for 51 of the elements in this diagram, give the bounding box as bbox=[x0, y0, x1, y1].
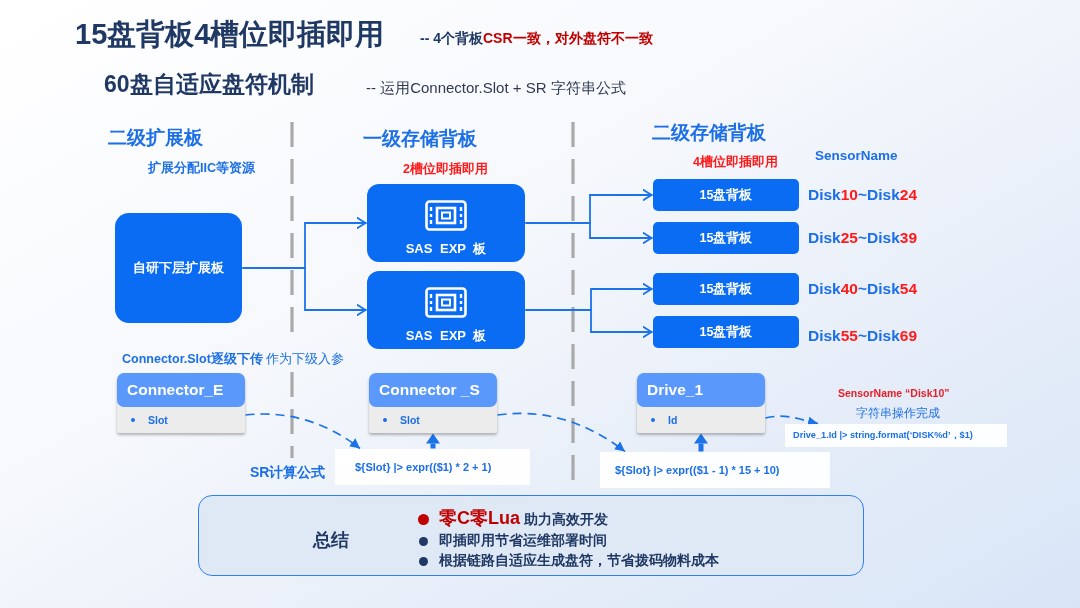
dashed-arrow bbox=[244, 413, 361, 450]
formula-caption: SR计算公式 bbox=[250, 463, 326, 481]
dashed-arrow bbox=[496, 412, 626, 453]
class-header: Connector_E bbox=[117, 373, 245, 407]
subtitle: CSR一致，对外盘符不一致 bbox=[483, 29, 653, 47]
class-box bbox=[369, 373, 497, 433]
slide-title: 15盘背板4槽位即插即用 bbox=[75, 16, 385, 52]
subtitle: -- 4个背板 bbox=[420, 29, 483, 47]
column-heading: SensorName bbox=[815, 147, 898, 165]
formula-box: ${Slot} |> expr(($1 - 1) * 15 + 10) bbox=[600, 452, 830, 488]
annotation: Connector.Slot逐级下传 作为下级入参 bbox=[122, 351, 345, 367]
range-label: Disk55~Disk69 bbox=[808, 326, 918, 346]
attribute-label: Id bbox=[668, 413, 678, 427]
annotation: SensorName “Disk10” bbox=[838, 386, 950, 400]
attribute-label: Slot bbox=[400, 413, 420, 427]
arrow bbox=[241, 267, 368, 316]
range-label: Disk40~Disk54 bbox=[808, 279, 918, 299]
box-label: SAS EXP 板 bbox=[405, 327, 487, 345]
formula-box: ${Slot} |> expr(($1) * 2 + 1) bbox=[335, 449, 530, 485]
process-box bbox=[367, 271, 525, 349]
range-label: Disk10~Disk24 bbox=[808, 185, 918, 205]
column-note: 扩展分配IIC等资源 bbox=[148, 160, 255, 176]
column-heading: 二级扩展板 bbox=[108, 126, 203, 150]
column-heading: 一级存储背板 bbox=[363, 127, 477, 151]
arrow bbox=[524, 309, 654, 338]
process-box: 15盘背板 bbox=[653, 273, 799, 305]
column-heading: 二级存储背板 bbox=[652, 121, 766, 145]
class-box bbox=[637, 373, 765, 433]
formula-box: Drive_1.Id |> string.format(‘DISK%d’，$1) bbox=[785, 424, 1007, 447]
dashed-arrow bbox=[764, 415, 819, 427]
summary-panel bbox=[198, 495, 864, 576]
attribute-label: Slot bbox=[148, 413, 168, 427]
arrow bbox=[524, 222, 654, 244]
process-box: 15盘背板 bbox=[653, 316, 799, 348]
bullet-text: 零C零Lua 助力高效开发 bbox=[439, 508, 608, 530]
bullet-text: 根据链路自适应生成盘符，节省拨码物料成本 bbox=[439, 553, 719, 570]
block-arrow bbox=[694, 433, 708, 452]
summary-heading: 总结 bbox=[313, 530, 349, 552]
block-arrow bbox=[426, 433, 440, 449]
process-box bbox=[367, 184, 525, 262]
class-box bbox=[117, 373, 245, 433]
process-box: 自研下层扩展板 bbox=[115, 213, 242, 323]
box-label: SAS EXP 板 bbox=[405, 240, 487, 258]
process-box: 15盘背板 bbox=[653, 179, 799, 211]
bullet-text: 即插即用节省运维部署时间 bbox=[439, 533, 607, 550]
class-header: Connector _S bbox=[369, 373, 497, 407]
range-label: Disk25~Disk39 bbox=[808, 228, 918, 248]
class-header: Drive_1 bbox=[637, 373, 765, 407]
subtitle: -- 运用Connector.Slot + SR 字符串公式 bbox=[366, 79, 626, 97]
section-heading: 60盘自适应盘符机制 bbox=[104, 71, 314, 99]
process-box: 15盘背板 bbox=[653, 222, 799, 254]
